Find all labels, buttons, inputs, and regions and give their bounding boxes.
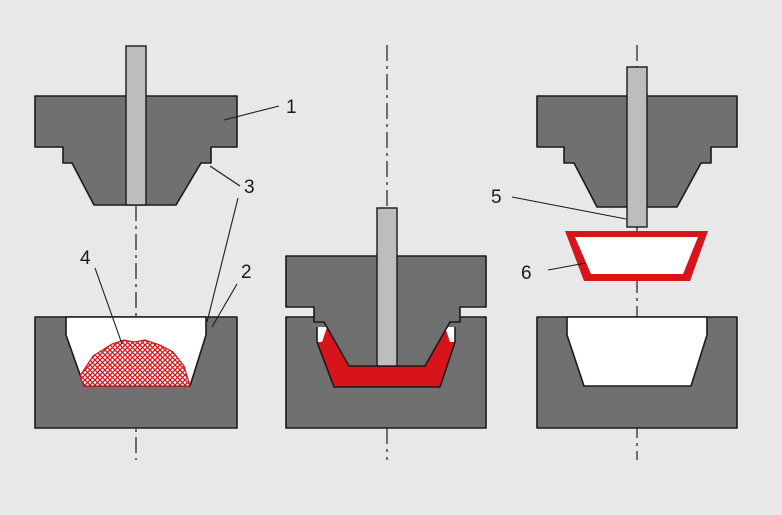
stage-2-plunger-rod bbox=[376, 207, 398, 367]
stage-2-gap-left bbox=[317, 327, 327, 342]
leader-1 bbox=[223, 105, 280, 121]
stage-1-open-mold bbox=[34, 45, 238, 460]
leader-3a bbox=[209, 165, 241, 187]
stage-3-empty-cavity bbox=[566, 316, 708, 387]
label-5: 5 bbox=[491, 187, 502, 208]
leader-lines bbox=[94, 105, 627, 345]
stage-3-ejection bbox=[536, 45, 738, 460]
stage-3-ejector-pin bbox=[626, 66, 648, 228]
material-charge bbox=[79, 339, 191, 387]
stage-2-closed-mold bbox=[285, 45, 487, 460]
label-4: 4 bbox=[80, 248, 91, 269]
stage-1-plunger-rod bbox=[125, 45, 147, 206]
ejected-part-inside bbox=[575, 237, 698, 274]
label-1: 1 bbox=[286, 97, 297, 118]
label-3: 3 bbox=[244, 177, 255, 198]
stage-2-gap-right bbox=[445, 327, 455, 342]
labels: 1 3 2 4 5 6 bbox=[80, 97, 532, 284]
leader-3b bbox=[206, 197, 239, 323]
leader-4 bbox=[94, 267, 123, 345]
leader-5 bbox=[511, 196, 627, 220]
leader-2 bbox=[211, 283, 238, 328]
label-6: 6 bbox=[521, 263, 532, 284]
leader-6 bbox=[547, 262, 587, 271]
stage-2-cavity-outline bbox=[316, 327, 456, 388]
label-2: 2 bbox=[241, 262, 252, 283]
